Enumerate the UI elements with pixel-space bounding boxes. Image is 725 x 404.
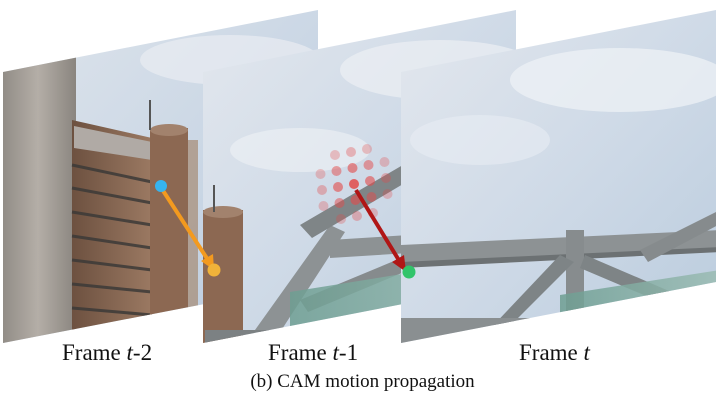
figure-caption: (b) CAM motion propagation [250,371,475,392]
frame-t-label: Frame t [519,340,679,366]
frame-t-2-label: Frame t-2 [62,340,222,366]
red-cam-dot [318,201,329,211]
red-cam-dot [336,214,346,224]
red-motion-arrow [354,188,402,264]
frame-label-var: t [332,340,339,365]
red-cam-dot [333,182,343,192]
red-cam-dot [317,185,327,195]
frame-label-suffix: -2 [132,340,153,365]
frame-label-var: t [583,340,590,365]
red-cam-dot [366,192,377,202]
red-cam-dot [347,163,358,173]
orange-target-point [207,263,221,277]
red-cam-dot [334,198,345,208]
red-cam-dot [350,195,361,205]
red-cam-dot [349,179,359,189]
red-cam-dot [381,173,391,183]
red-cam-dot [331,166,342,176]
red-cam-dot [346,147,356,157]
red-arrow-head-icon [392,255,406,272]
frame-t-image [401,10,716,343]
frame-label-prefix: Frame [62,340,127,365]
frame-label-suffix: -1 [338,340,359,365]
red-cam-dot [382,189,393,199]
red-cam-dot [362,144,372,154]
red-cam-dot [365,176,375,186]
red-cam-dots [315,144,393,224]
red-cam-dot [330,150,340,160]
orange-motion-arrow [158,184,210,262]
red-cam-dot [352,211,362,221]
red-cam-dot [379,157,390,167]
frame-t-1-label: Frame t-1 [268,340,428,366]
frame-label-prefix: Frame [268,340,333,365]
blue-source-point [155,180,167,192]
frame-label-prefix: Frame [519,340,584,365]
red-cam-dot [363,160,374,170]
red-cam-dot [315,169,326,179]
frame-label-var: t [126,340,133,365]
green-target-point [402,265,416,279]
